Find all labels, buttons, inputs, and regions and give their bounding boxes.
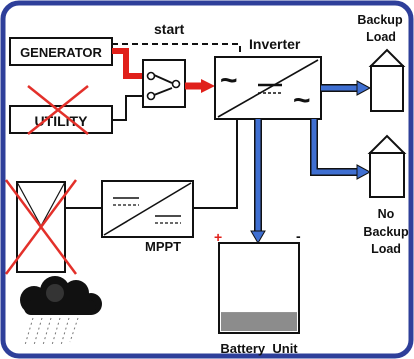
utility-box: UTILITY: [9, 85, 113, 135]
mppt-box: MPPT: [101, 180, 194, 254]
inverter-box: ~ ~: [214, 56, 322, 120]
house-icon: [368, 48, 406, 112]
mppt-wire: [193, 119, 238, 209]
battery-unit-label: Battery Unit: [220, 341, 298, 356]
no-backup-label-line1: No: [378, 207, 395, 221]
ac-input-flow: [185, 79, 215, 93]
battery-charge-flow: [250, 119, 266, 244]
red-x-icon: [27, 85, 89, 135]
rain-cloud-icon: [20, 276, 102, 346]
mppt-label: MPPT: [145, 239, 181, 254]
backup-load-label-line1: Backup: [357, 13, 403, 27]
backup-load-house: Backup Load: [357, 13, 406, 112]
no-backup-label-line3: Load: [371, 242, 401, 256]
ac-output-symbol: ~: [293, 84, 311, 117]
backup-load-flow: [321, 80, 372, 96]
backup-load-label-line2: Load: [366, 30, 396, 44]
generator-label: GENERATOR: [20, 45, 102, 60]
battery-minus-terminal: -: [296, 228, 301, 244]
ac-input-symbol: ~: [220, 64, 238, 97]
red-x-icon: [4, 179, 78, 275]
no-backup-label-line2: Backup: [363, 225, 409, 239]
house-icon: [367, 134, 407, 198]
solar-panel-icon: [4, 179, 78, 275]
generator-box: GENERATOR: [9, 37, 113, 66]
utility-wire: [112, 95, 143, 121]
transfer-switch-icon: [142, 59, 186, 108]
inverter-label: Inverter: [249, 36, 301, 52]
battery-unit: + - Battery Unit: [214, 228, 301, 356]
no-backup-load-house: No Backup Load: [363, 134, 409, 256]
generator-power-flow: [112, 48, 143, 79]
start-label: start: [154, 21, 185, 37]
battery-plus-terminal: +: [214, 229, 222, 245]
no-backup-load-flow: [310, 119, 372, 180]
battery-level: [221, 312, 297, 331]
start-signal-line: start: [112, 21, 241, 62]
